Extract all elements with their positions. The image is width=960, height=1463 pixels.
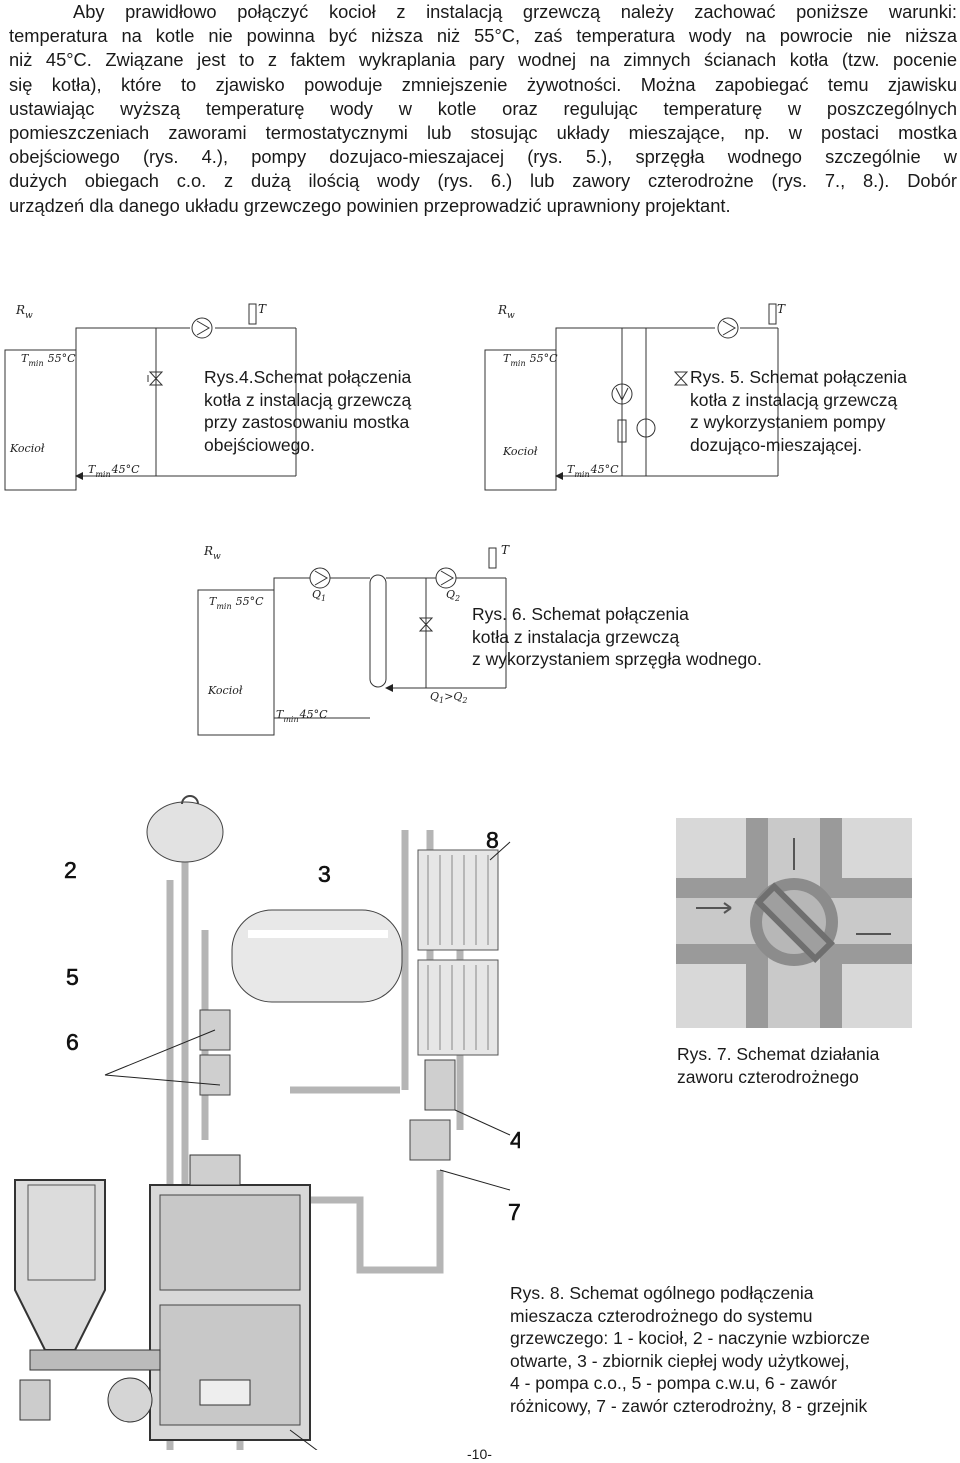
thermometer-icon [488, 547, 497, 569]
svg-text:Rw: Rw [15, 303, 33, 321]
hydraulic-separator [369, 574, 387, 688]
label-5: 5 [66, 964, 79, 990]
temp-label: T [777, 302, 786, 316]
regulator-icon [617, 419, 627, 443]
intro-line: Aby prawidłowo połączyć kocioł z instala… [73, 1, 957, 22]
pump-icon [191, 317, 213, 339]
thermometer-icon [248, 303, 257, 325]
boiler-box [197, 589, 275, 736]
valve-icon [673, 371, 689, 386]
svg-text:Tmin45°C: Tmin45°C [567, 463, 619, 479]
svg-text:Rw: Rw [203, 544, 221, 562]
label-6: 6 [66, 1029, 79, 1055]
valve-icon [148, 371, 164, 386]
thermometer-icon [768, 303, 777, 325]
pump-icon [611, 383, 633, 405]
label-7: 7 [508, 1199, 520, 1225]
pump-icon [309, 567, 331, 589]
valve-icon [418, 617, 434, 632]
installation-illustration: 1 2 3 4 5 6 7 8 [14, 795, 520, 1450]
boiler-box [4, 349, 77, 491]
expansion-vessel [146, 795, 224, 863]
svg-text:Q2: Q2 [446, 588, 460, 603]
boiler-box [484, 349, 557, 491]
fig4-diagram [4, 303, 297, 491]
temp-label: T [501, 543, 510, 557]
fig6-diagram [197, 547, 507, 736]
four-way-valve-illustration [676, 818, 912, 1028]
intro-line: niż 45°C. Związane jest to z faktem wykr… [9, 49, 957, 71]
label-3: 3 [318, 861, 331, 887]
intro-paragraph: Aby prawidłowo połączyć kocioł z instala… [9, 0, 957, 218]
intro-line: obejściowego (rys. 4.), pompy dozujaco-m… [9, 146, 957, 168]
intro-line: dużych obiegach c.o. z dużą ilością wody… [9, 170, 957, 192]
intro-line: urządzeń dla danego układu grzewczego po… [9, 194, 731, 216]
boiler-label: Kocioł [9, 442, 45, 455]
boiler-label: Kocioł [207, 684, 243, 697]
pumps-and-valves [199, 1009, 456, 1161]
label-8: 8 [486, 827, 499, 853]
valve-icon [636, 418, 656, 438]
boiler-label: Kocioł [502, 445, 538, 458]
svg-text:Rw: Rw [497, 303, 515, 321]
radiators [417, 849, 499, 1056]
svg-text:Q1: Q1 [312, 588, 326, 603]
label-4: 4 [510, 1127, 520, 1153]
fuel-hopper [14, 1179, 161, 1423]
label-2: 2 [64, 857, 77, 883]
svg-text:Tmin45°C: Tmin45°C [276, 708, 328, 724]
svg-text:Q1>Q2: Q1>Q2 [430, 690, 467, 705]
intro-line: ustawiając wyższą temperaturę wody w kot… [9, 97, 957, 119]
svg-text:Tmin45°C: Tmin45°C [88, 463, 140, 479]
intro-line: pomieszczeniach zaworami termostatycznym… [9, 122, 957, 144]
pump-icon [435, 567, 457, 589]
intro-line: temperatura na kotle nie powinna być niż… [9, 25, 957, 47]
boiler [149, 1154, 311, 1441]
intro-line: się kotła), które to zjawisko powoduje z… [9, 73, 957, 95]
pump-icon [717, 317, 739, 339]
page-number: -10- [467, 1446, 492, 1462]
fig5-diagram [484, 303, 779, 491]
temp-label: T [258, 302, 267, 316]
hot-water-tank [231, 909, 403, 1003]
